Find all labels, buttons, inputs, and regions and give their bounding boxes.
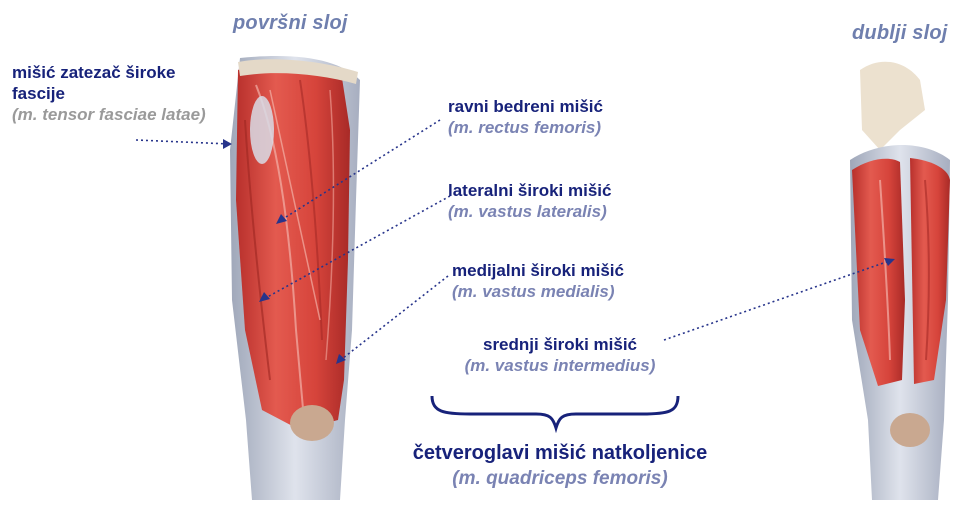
label-medialis: medijalni široki mišić (m. vastus medial… xyxy=(452,260,624,302)
label-intermedius: srednji široki mišić (m. vastus intermed… xyxy=(440,334,680,376)
label-lateralis: lateralni široki mišić (m. vastus latera… xyxy=(448,180,611,222)
label-rectus-name: ravni bedreni mišić xyxy=(448,96,603,117)
label-intermedius-name: srednji široki mišić xyxy=(440,334,680,355)
superficial-thigh-illustration xyxy=(230,56,360,500)
heading-deep: dublji sloj xyxy=(852,22,948,45)
deep-thigh-illustration xyxy=(850,62,950,500)
label-tensor: mišić zatezač široke fascije (m. tensor … xyxy=(12,62,217,125)
label-lateralis-name: lateralni široki mišić xyxy=(448,180,611,201)
pointer-tensor xyxy=(136,140,230,144)
label-medialis-name: medijalni široki mišić xyxy=(452,260,624,281)
label-rectus-latin: (m. rectus femoris) xyxy=(448,117,603,138)
heading-superficial: površni sloj xyxy=(233,12,348,35)
label-lateralis-latin: (m. vastus lateralis) xyxy=(448,201,611,222)
grouping-brace xyxy=(432,396,678,428)
label-rectus: ravni bedreni mišić (m. rectus femoris) xyxy=(448,96,603,138)
pointer-medialis xyxy=(338,276,448,362)
label-tensor-latin: (m. tensor fasciae latae) xyxy=(12,104,217,125)
summary-quadriceps: četveroglavi mišić natkoljenice (m. quad… xyxy=(395,440,725,491)
label-medialis-latin: (m. vastus medialis) xyxy=(452,281,624,302)
label-intermedius-latin: (m. vastus intermedius) xyxy=(440,355,680,376)
summary-latin: (m. quadriceps femoris) xyxy=(395,466,725,491)
summary-name: četveroglavi mišić natkoljenice xyxy=(395,440,725,466)
label-tensor-name: mišić zatezač široke fascije xyxy=(12,62,217,104)
